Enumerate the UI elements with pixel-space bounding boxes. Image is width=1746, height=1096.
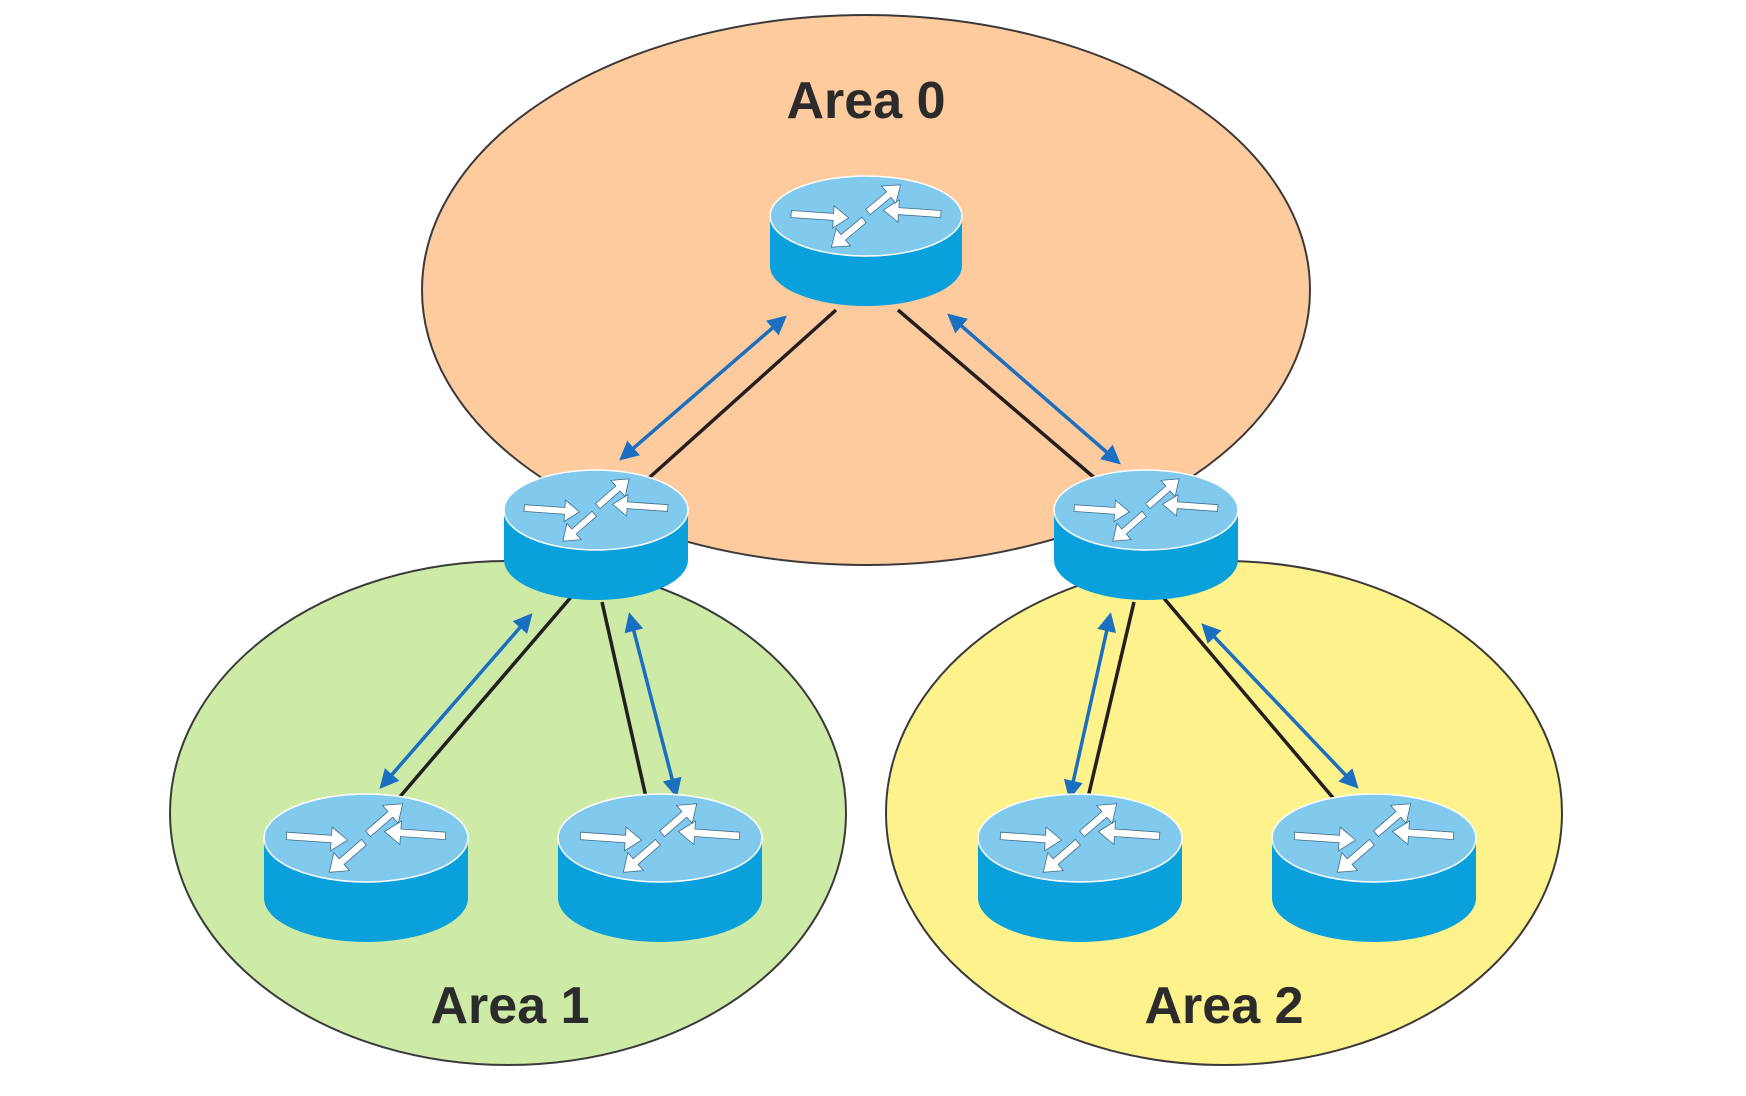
router-arrow-icon <box>285 826 349 852</box>
router-top <box>263 793 469 883</box>
router-arrow-icon <box>383 820 447 846</box>
router-arrow-icon <box>328 838 367 873</box>
adjacency-arrow-abr-right-area2-right <box>1201 623 1359 789</box>
router-icon <box>769 175 963 306</box>
router-top <box>557 793 763 883</box>
routers <box>263 175 1477 942</box>
router-arrow-icon <box>865 184 902 216</box>
router-arrow-icon <box>1073 499 1131 523</box>
router-arrow-icon <box>579 826 643 852</box>
adjacency-arrows <box>379 313 1359 800</box>
router-top <box>977 793 1183 883</box>
adjacency-arrow-abr-left-area1-left <box>379 613 533 789</box>
router-top <box>769 175 963 257</box>
adjacency-arrow-backbone-abr-right <box>947 313 1121 465</box>
router-icon <box>1271 793 1477 942</box>
router-arrow-icon <box>1336 838 1375 873</box>
router-icon <box>557 793 763 942</box>
router-arrow-icon <box>523 499 581 523</box>
router-arrow-icon <box>1373 803 1412 838</box>
router-arrow-icon <box>1391 820 1455 846</box>
router-arrow-icon <box>1112 510 1147 542</box>
router-arrow-icon <box>1079 803 1118 838</box>
adjacency-arrow-backbone-abr-left <box>619 315 787 461</box>
router-arrow-icon <box>622 838 661 873</box>
router-arrow-icon <box>1097 820 1161 846</box>
router-arrow-icon <box>830 216 867 248</box>
router-arrow-icon <box>1161 493 1219 517</box>
area0-label: Area 0 <box>787 72 946 130</box>
router-icon <box>977 793 1183 942</box>
router-arrow-icon <box>999 826 1063 852</box>
router-arrow-icon <box>882 199 942 224</box>
area1-label: Area 1 <box>431 977 590 1035</box>
router-arrow-icon <box>790 204 850 229</box>
router-top <box>1271 793 1477 883</box>
area2-label: Area 2 <box>1145 977 1304 1035</box>
router-arrow-icon <box>611 493 669 517</box>
router-top <box>503 469 689 551</box>
router-arrow-icon <box>677 820 741 846</box>
router-icon <box>503 469 689 600</box>
router-icon <box>263 793 469 942</box>
adjacency-arrow-abr-left-area1-right <box>624 612 682 798</box>
router-arrow-icon <box>595 478 630 510</box>
adjacency-arrow-abr-right-area2-left <box>1063 612 1117 800</box>
router-icon <box>1053 469 1239 600</box>
router-arrow-icon <box>365 803 404 838</box>
router-arrow-icon <box>1042 838 1081 873</box>
router-arrow-icon <box>562 510 597 542</box>
router-top <box>1053 469 1239 551</box>
router-arrow-icon <box>1293 826 1357 852</box>
router-arrow-icon <box>659 803 698 838</box>
router-arrow-icon <box>1145 478 1180 510</box>
